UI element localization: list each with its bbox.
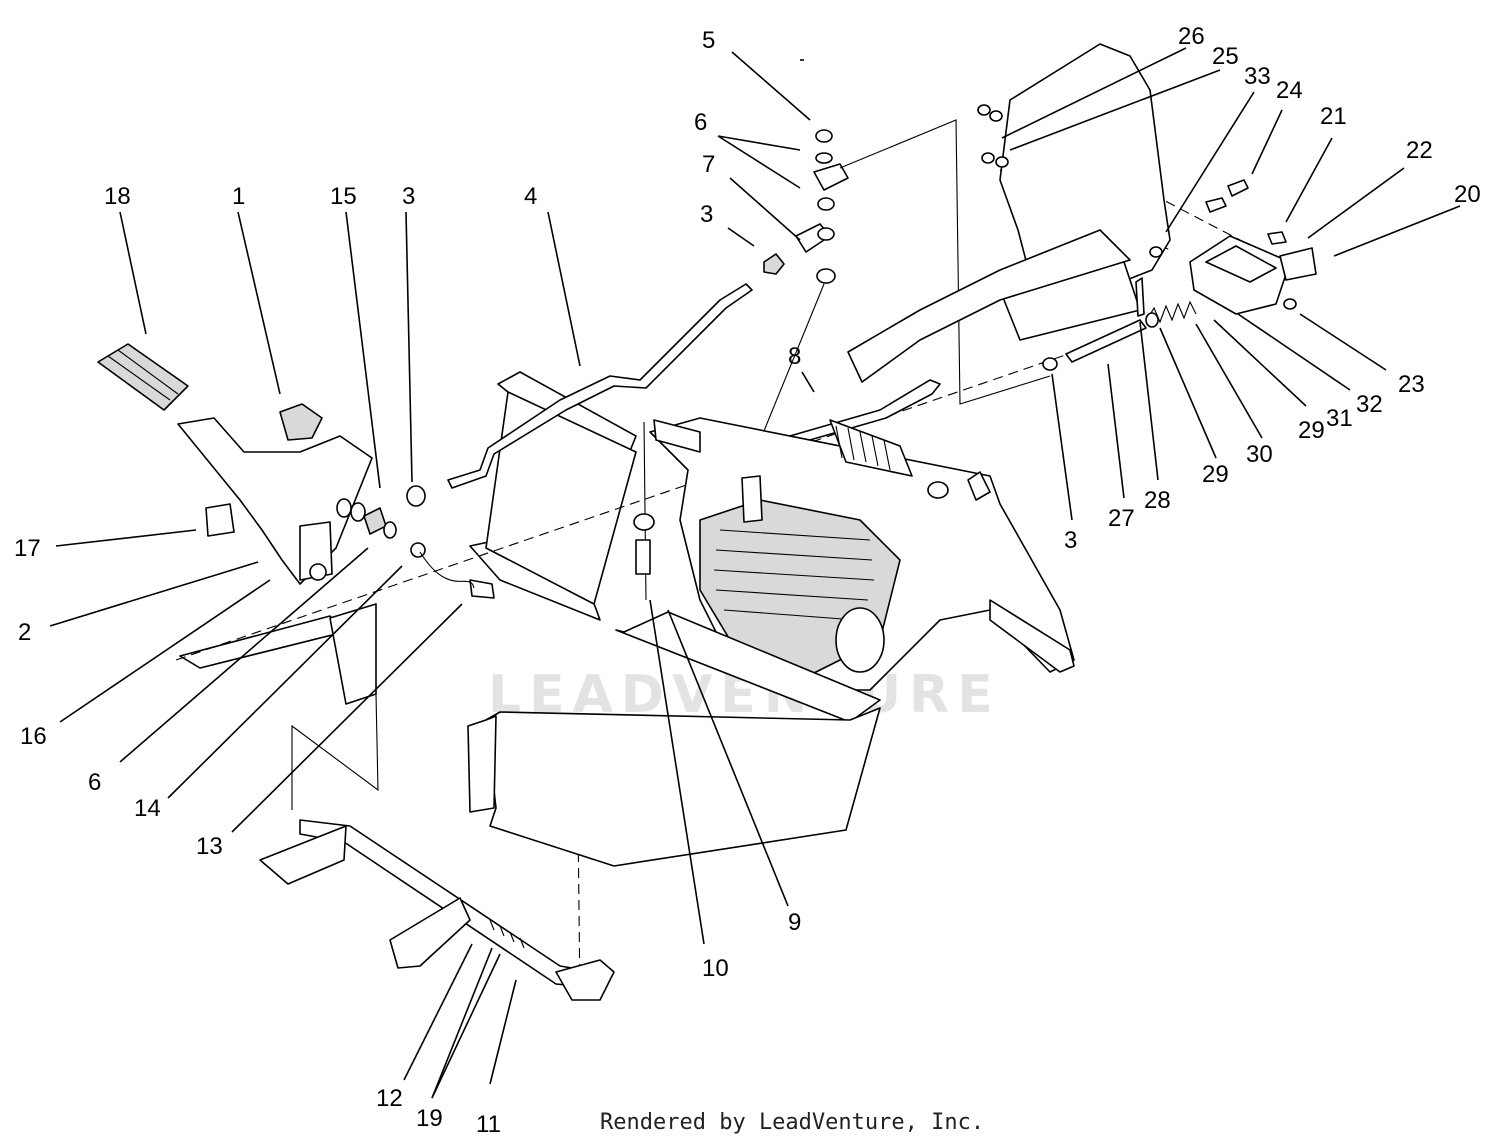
callout-9: 9 bbox=[788, 909, 801, 936]
transaxle-part bbox=[649, 417, 1075, 691]
callout-labels: 5 6 7 3 8 4 3 15 1 18 17 2 16 6 14 13 10… bbox=[14, 23, 1481, 1138]
pedal-arm-part bbox=[177, 417, 373, 585]
callout-17: 17 bbox=[14, 535, 41, 562]
callout-25: 25 bbox=[1212, 43, 1239, 70]
callout-3: 3 bbox=[1064, 527, 1077, 554]
cross-shaft-part bbox=[259, 819, 615, 1001]
pedal-bumper-part bbox=[279, 403, 323, 441]
callout-16: 16 bbox=[20, 723, 47, 750]
callout-7: 7 bbox=[702, 151, 715, 178]
callout-31: 31 bbox=[1326, 405, 1353, 432]
callout-22: 22 bbox=[1406, 137, 1433, 164]
control-rod-part bbox=[447, 283, 753, 489]
callout-29: 29 bbox=[1202, 461, 1229, 488]
pedal-mount-bracket-part bbox=[179, 371, 637, 705]
brake-bracket-part bbox=[1189, 231, 1317, 315]
callout-33: 33 bbox=[1244, 63, 1271, 90]
callout-28: 28 bbox=[1144, 487, 1171, 514]
callout-2: 2 bbox=[18, 619, 31, 646]
callout-5: 5 bbox=[702, 27, 715, 54]
callout-20: 20 bbox=[1454, 181, 1481, 208]
callout-30: 30 bbox=[1246, 441, 1273, 468]
callout-13: 13 bbox=[196, 833, 223, 860]
callout-24: 24 bbox=[1276, 77, 1303, 104]
frame-panel-part bbox=[847, 43, 1171, 383]
callout-12: 12 bbox=[376, 1085, 403, 1112]
callout-32: 32 bbox=[1356, 391, 1383, 418]
callout-19: 19 bbox=[416, 1105, 443, 1132]
callout-11: 11 bbox=[476, 1111, 501, 1138]
rod-end-part bbox=[763, 129, 849, 284]
callout-27: 27 bbox=[1108, 505, 1135, 532]
callout-10: 10 bbox=[702, 955, 729, 982]
bushing-stack-part bbox=[336, 485, 495, 599]
leader-lines bbox=[49, 47, 1461, 1099]
footer-credit: Rendered by LeadVenture, Inc. bbox=[600, 1110, 985, 1135]
callout-6: 6 bbox=[694, 109, 707, 136]
spring-assembly-part bbox=[1042, 277, 1197, 371]
callout-6: 6 bbox=[88, 769, 101, 796]
callout-29: 29 bbox=[1298, 417, 1325, 444]
callout-3: 3 bbox=[402, 183, 415, 210]
callout-23: 23 bbox=[1398, 371, 1425, 398]
callout-18: 18 bbox=[104, 183, 131, 210]
callout-4: 4 bbox=[524, 183, 537, 210]
lower-pan-part bbox=[467, 611, 881, 867]
callout-1: 1 bbox=[232, 183, 245, 210]
callout-3: 3 bbox=[700, 201, 713, 228]
pedal-pad-part bbox=[97, 343, 189, 411]
callout-26: 26 bbox=[1178, 23, 1205, 50]
transaxle-bolt-part bbox=[633, 513, 655, 575]
hardware-fasteners-part bbox=[977, 104, 1249, 258]
callout-15: 15 bbox=[330, 183, 357, 210]
callout-8: 8 bbox=[788, 343, 801, 370]
callout-21: 21 bbox=[1320, 103, 1347, 130]
callout-14: 14 bbox=[134, 795, 161, 822]
